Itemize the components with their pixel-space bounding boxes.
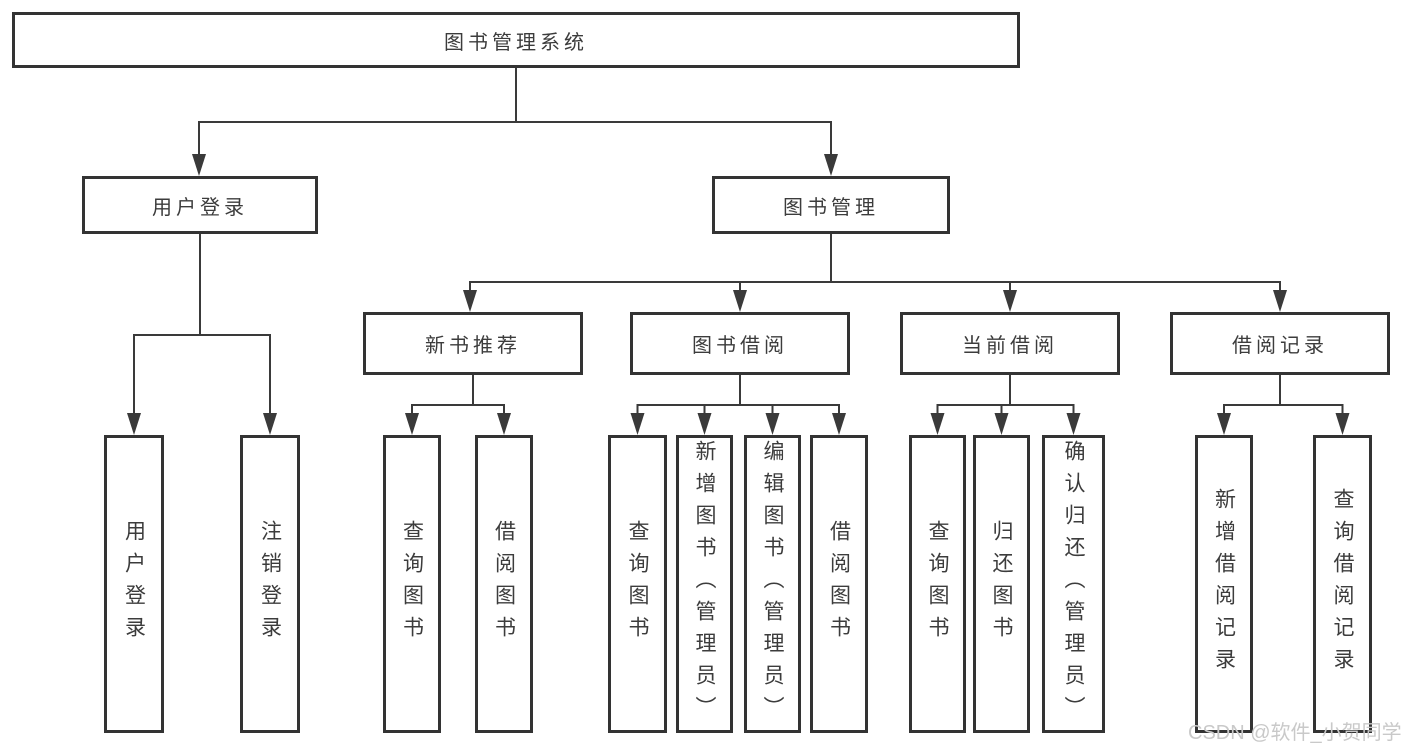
leaf-user-login: 用户登录 (104, 435, 164, 733)
node-label: 借阅记录 (1232, 335, 1328, 357)
node-label: 图书借阅 (692, 335, 788, 357)
leaf-add-book-admin: 新增图书（管理员） (676, 435, 733, 733)
node-user-login: 用户登录 (82, 176, 318, 234)
node-label: 查询图书 (400, 520, 424, 648)
node-label: 图书管理系统 (444, 31, 588, 54)
node-label: 借阅图书 (827, 520, 851, 648)
node-book-borrowing: 图书借阅 (630, 312, 850, 375)
node-library-management-system: 图书管理系统 (12, 12, 1020, 68)
node-label: 确认归还（管理员） (1062, 440, 1085, 728)
leaf-logout: 注销登录 (240, 435, 300, 733)
node-label: 用户登录 (122, 520, 146, 648)
node-label: 归还图书 (990, 520, 1013, 648)
node-label: 查询图书 (926, 520, 949, 648)
node-label: 注销登录 (258, 520, 282, 648)
leaf-return-books: 归还图书 (973, 435, 1030, 733)
leaf-query-books-recommend: 查询图书 (383, 435, 441, 733)
leaf-borrow-books-recommend: 借阅图书 (475, 435, 533, 733)
node-label: 新增借阅记录 (1212, 488, 1236, 680)
node-borrowing-records: 借阅记录 (1170, 312, 1390, 375)
node-label: 借阅图书 (492, 520, 516, 648)
node-label: 新增图书（管理员） (693, 440, 716, 728)
leaf-add-borrow-record: 新增借阅记录 (1195, 435, 1253, 733)
leaf-query-books-current: 查询图书 (909, 435, 966, 733)
node-label: 当前借阅 (962, 335, 1058, 357)
node-label: 编辑图书（管理员） (761, 440, 784, 728)
node-book-management: 图书管理 (712, 176, 950, 234)
node-label: 新书推荐 (425, 335, 521, 357)
node-current-borrowing: 当前借阅 (900, 312, 1120, 375)
leaf-confirm-return-admin: 确认归还（管理员） (1042, 435, 1105, 733)
leaf-edit-book-admin: 编辑图书（管理员） (744, 435, 801, 733)
node-label: 查询图书 (626, 520, 649, 648)
leaf-query-books-borrowing: 查询图书 (608, 435, 667, 733)
node-label: 图书管理 (783, 196, 879, 219)
leaf-query-borrow-record: 查询借阅记录 (1313, 435, 1372, 733)
node-new-book-recommendation: 新书推荐 (363, 312, 583, 375)
node-label: 查询借阅记录 (1331, 488, 1354, 680)
node-label: 用户登录 (152, 196, 248, 219)
watermark-text: CSDN @软件_小贺同学 (1188, 722, 1402, 744)
leaf-borrow-books-borrowing: 借阅图书 (810, 435, 868, 733)
